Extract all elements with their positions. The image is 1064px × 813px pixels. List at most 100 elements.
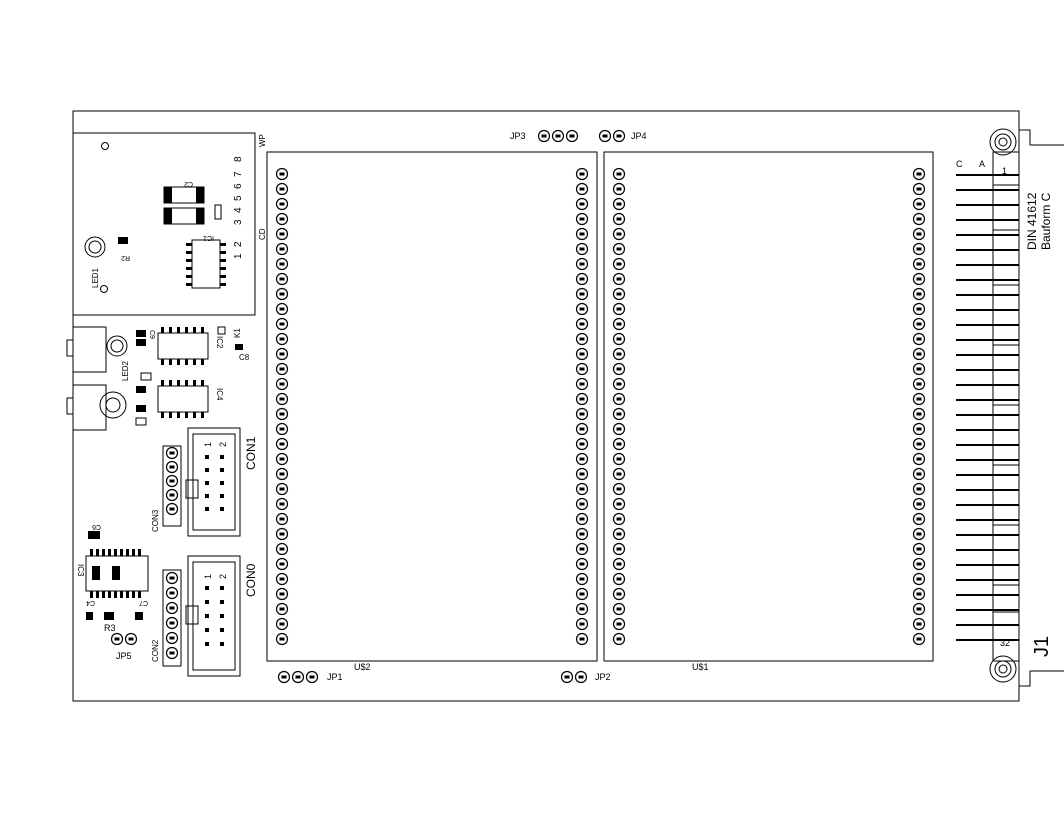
buzzer-inner [105, 397, 121, 413]
socket-pin-hole [279, 547, 285, 551]
con2-pin-hole [169, 591, 175, 595]
dip-number: 6 [233, 183, 244, 189]
socket-pin-hole [579, 577, 585, 581]
capacitor-pad [164, 208, 172, 224]
socket-pin-hole [916, 307, 922, 311]
socket-pin-hole [916, 382, 922, 386]
label-con2: CON2 [151, 639, 160, 662]
small-part [86, 612, 93, 620]
cap-c9 [136, 330, 146, 337]
con0-key [185, 605, 199, 625]
label-led2: LED2 [121, 360, 130, 381]
con2-pin-hole [169, 621, 175, 625]
socket-pin-hole [616, 592, 622, 596]
dip-number: 1 [233, 253, 244, 259]
socket-pin-hole [579, 427, 585, 431]
con0-pads [205, 586, 224, 646]
socket-pin-hole [616, 307, 622, 311]
label-wp: WP [258, 134, 267, 147]
socket-pin-hole [616, 367, 622, 371]
socket-pin-hole [616, 502, 622, 506]
socket-pin-hole [916, 502, 922, 506]
socket-pin-hole [279, 202, 285, 206]
socket-pin-hole [279, 232, 285, 236]
socket-pin-hole [916, 172, 922, 176]
ribbon-connector-con0: CON0 1 2 [185, 555, 258, 677]
socket-pin-hole [916, 187, 922, 191]
socket-pin-hole [616, 352, 622, 356]
small-part [136, 405, 146, 412]
jp4-pin-hole [616, 134, 622, 138]
socket-pin-hole [279, 637, 285, 641]
label-j1: J1 [1031, 636, 1053, 657]
socket-pin-hole [916, 427, 922, 431]
socket-pin-hole [279, 382, 285, 386]
din-connector-j1: C A 1 32 DIN 41612 Bauform C J1 [956, 128, 1064, 687]
socket-pin-hole [279, 442, 285, 446]
socket-pin-hole [916, 262, 922, 266]
socket-pin-hole [279, 457, 285, 461]
socket-pin-hole [916, 277, 922, 281]
dip-number: 7 [233, 171, 244, 177]
socket-pin-hole [579, 592, 585, 596]
socket-pin-hole [579, 532, 585, 536]
socket-pin-hole [916, 367, 922, 371]
label-con3: CON3 [151, 509, 160, 532]
mount-hole [101, 142, 109, 150]
con3-pin-hole [169, 507, 175, 511]
socket-pin-hole [579, 607, 585, 611]
con3-pin-hole [169, 479, 175, 483]
socket-pin-hole [616, 442, 622, 446]
label-con1: CON1 [244, 436, 258, 470]
small-part [136, 386, 146, 393]
socket-pin-hole [916, 352, 922, 356]
small-part [135, 612, 143, 620]
dip-number: 5 [233, 195, 244, 201]
label-u2: U$2 [354, 662, 371, 672]
label-cd: CD [258, 228, 267, 240]
socket-pin-hole [579, 397, 585, 401]
con3-pin-hole [169, 465, 175, 469]
socket-pin-hole [279, 517, 285, 521]
con3-outline [162, 445, 182, 527]
socket-pin-hole [916, 592, 922, 596]
buzzer [99, 391, 127, 419]
dip-numbers: 8 7 6 5 4 3 2 1 [233, 156, 244, 259]
socket-pin-hole [579, 517, 585, 521]
label-r3: R3 [104, 623, 116, 633]
socket-pin-hole [916, 412, 922, 416]
socket-pin-hole [916, 247, 922, 251]
j1-body-outline-b [1019, 670, 1064, 687]
con0-inner [192, 561, 236, 671]
label-col-a: A [979, 159, 985, 169]
label-col-c: C [956, 159, 963, 169]
socket-pin-columns [275, 167, 926, 646]
socket-pin-hole [579, 202, 585, 206]
con3-pin-hole [169, 493, 175, 497]
label-k1: K1 [233, 328, 242, 338]
dip-number: 2 [233, 241, 244, 247]
capacitor-pad [196, 208, 204, 224]
small-part [112, 566, 120, 580]
board-outline [72, 110, 1020, 702]
capacitor-pad [164, 187, 172, 203]
label-jp4: JP4 [631, 131, 647, 141]
label-c6: C6 [92, 523, 101, 530]
socket-u2-outline [266, 151, 598, 662]
socket-pin-hole [579, 562, 585, 566]
buzzer-area: LED2 C9 IC2 K1 C8 IC4 [66, 326, 250, 431]
socket-pin-hole [579, 637, 585, 641]
led1-inner [88, 240, 102, 254]
label-c4: C4 [86, 599, 95, 606]
relay-tab [66, 397, 74, 415]
label-pin2: 2 [218, 574, 228, 579]
socket-pin-hole [916, 457, 922, 461]
j1-body-outline [1019, 129, 1064, 146]
socket-pin-hole [279, 412, 285, 416]
jp5-pin-hole [128, 637, 134, 641]
socket-pin-hole [616, 292, 622, 296]
j1-mount-hole-top-inner [994, 133, 1012, 151]
cap-c8-pad [235, 344, 243, 350]
label-pin1: 1 [203, 574, 213, 579]
socket-pin-hole [916, 562, 922, 566]
